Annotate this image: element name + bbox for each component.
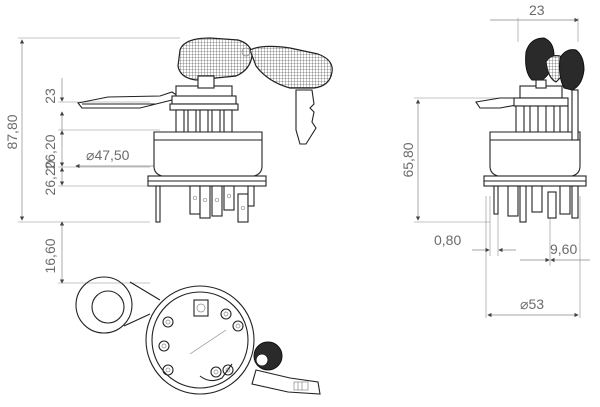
bottom-terminals xyxy=(158,299,244,382)
dim-front-overall: 87,80 xyxy=(4,39,25,221)
dim-side-offset-small: 0,80 xyxy=(434,232,516,253)
dim-front-body: 26,20 xyxy=(42,130,65,170)
front-terminals xyxy=(155,185,255,223)
dim-front-top-offset-label: 23 xyxy=(42,88,58,104)
dim-side-diameter-label: ⌀53 xyxy=(520,296,544,312)
dim-side-width: 23 xyxy=(490,2,579,23)
diameter-symbol-side: ⌀ xyxy=(520,296,528,312)
dim-side-offset-right: 9,60 xyxy=(520,241,590,263)
dim-front-overall-label: 87,80 xyxy=(4,114,20,149)
dim-side-diameter: ⌀53 xyxy=(487,296,579,318)
dim-side-offset-small-label: 0,80 xyxy=(434,232,461,248)
dim-side-height-label: 65,80 xyxy=(400,142,416,177)
side-key-blade xyxy=(571,89,579,141)
dim-side-diameter-value: 53 xyxy=(528,296,544,312)
lever-ring xyxy=(75,276,133,334)
bottom-key xyxy=(251,369,321,395)
dim-side-width-label: 23 xyxy=(529,2,545,18)
front-pillars xyxy=(175,109,233,133)
dim-side-offset-right-label: 9,60 xyxy=(550,241,577,257)
side-pillars xyxy=(515,105,569,133)
dim-front-top-offset: 23 xyxy=(42,78,65,131)
side-key-heads xyxy=(525,37,585,141)
dim-front-terminal-band: 26,20 xyxy=(42,160,65,196)
lever-plate xyxy=(77,91,179,109)
side-terminals xyxy=(493,185,579,223)
side-view: 23 65,80 0,80 9,60 ⌀53 xyxy=(400,2,590,318)
dim-front-body-label: 26,20 xyxy=(42,134,58,169)
dim-front-terminal-length-label: 16,60 xyxy=(42,238,58,273)
dim-front-diameter-value: 47,50 xyxy=(94,147,129,163)
side-body xyxy=(489,131,581,177)
key-blade xyxy=(295,89,317,145)
front-body xyxy=(153,131,263,177)
bottom-base xyxy=(145,285,255,395)
dim-front-diameter-label: ⌀47,50 xyxy=(86,147,130,163)
dim-front-terminal-band-label: 26,20 xyxy=(42,160,58,195)
front-view: 87,80 23 26,20 26,20 16,60 ⌀47,50 xyxy=(4,37,333,284)
bottom-view xyxy=(75,276,321,395)
key-head-large xyxy=(177,37,253,89)
key-head-small xyxy=(241,45,333,145)
dim-side-height: 65,80 xyxy=(400,99,421,221)
diameter-symbol: ⌀ xyxy=(86,147,94,163)
dim-front-terminal-length: 16,60 xyxy=(42,221,65,284)
